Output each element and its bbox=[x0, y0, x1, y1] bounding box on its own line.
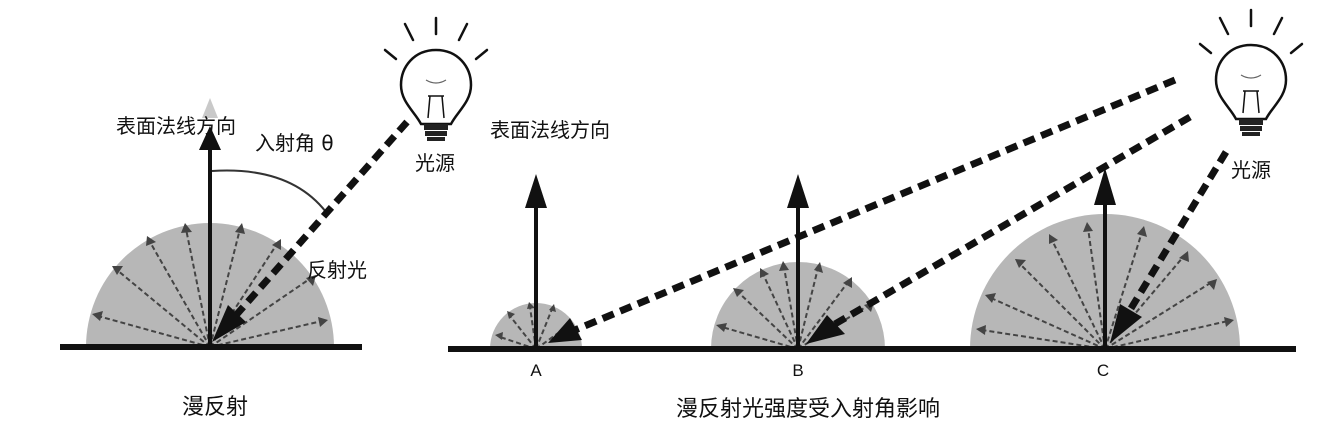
surface-normal-label-right: 表面法线方向 bbox=[490, 118, 610, 142]
reflected-light-label: 反射光 bbox=[307, 258, 367, 282]
incidence-angle-arc bbox=[211, 169, 327, 213]
point-label-b: B bbox=[792, 361, 803, 380]
normal-arrowhead-b bbox=[787, 174, 809, 208]
incident-arrowhead-a bbox=[548, 318, 582, 343]
incident-ray-c bbox=[1127, 150, 1229, 312]
incidence-angle-label: 入射角 θ bbox=[255, 131, 334, 155]
point-label-c: C bbox=[1097, 361, 1109, 380]
normal-arrowhead bbox=[199, 126, 221, 150]
light-source-label-right: 光源 bbox=[1231, 158, 1271, 182]
right-panel: 表面法线方向 光源 A B C 漫反射光强度受入射角影响 bbox=[448, 8, 1304, 422]
left-caption: 漫反射 bbox=[182, 395, 248, 420]
incident-arrowhead bbox=[212, 305, 246, 342]
light-source-label: 光源 bbox=[415, 151, 455, 175]
surface-normal-label: 表面法线方向 bbox=[116, 114, 236, 138]
light-bulb-icon bbox=[383, 16, 489, 141]
normal-arrowhead-a bbox=[525, 174, 547, 208]
normal-glow bbox=[202, 98, 218, 118]
left-panel: 表面法线方向 入射角 θ 光源 反射光 漫反射 bbox=[60, 16, 489, 420]
light-bulb-icon bbox=[1198, 8, 1304, 136]
incident-ray-b bbox=[833, 113, 1192, 328]
normal-arrowhead-c bbox=[1094, 168, 1116, 205]
point-label-a: A bbox=[530, 361, 542, 380]
incident-arrowhead-b bbox=[806, 315, 845, 344]
incident-arrowhead-c bbox=[1110, 304, 1142, 343]
incident-ray-a bbox=[573, 76, 1177, 334]
incident-light-ray bbox=[227, 119, 410, 325]
right-caption: 漫反射光强度受入射角影响 bbox=[676, 397, 940, 422]
